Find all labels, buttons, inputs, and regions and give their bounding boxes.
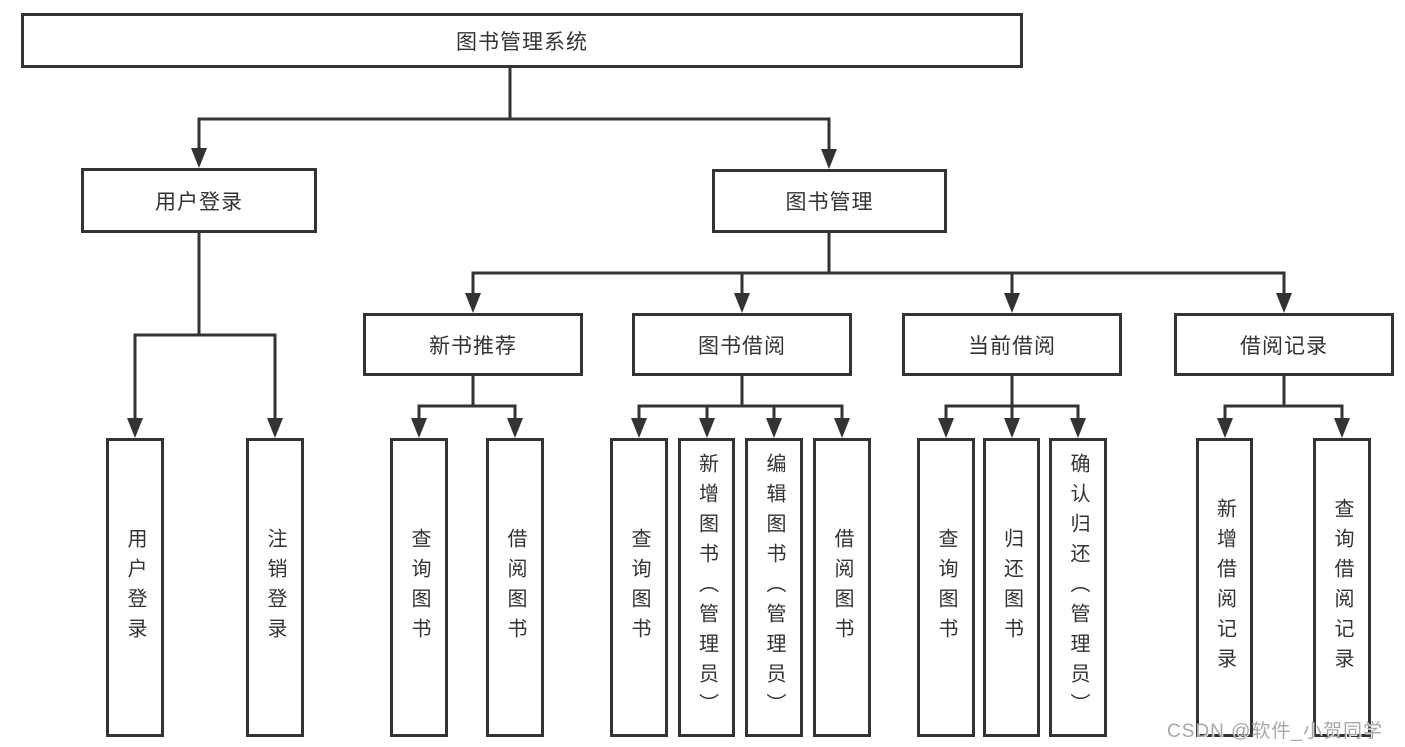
node-root-label: 图书管理系统 [456,30,588,54]
node-book-management-label: 图书管理 [785,191,874,214]
node-borrow-record-label: 借阅记录 [1240,334,1328,358]
leaf-query-books-current: 查询图书 [917,438,975,737]
node-user-login: 用户登录 [81,168,317,233]
node-borrow-record: 借阅记录 [1174,313,1394,376]
csdn-watermark: CSDN @软件_小贺同学 [1167,721,1383,742]
leaf-query-books-borrow-label: 查询图书 [628,527,650,648]
leaf-borrow-books-recommend-label: 借阅图书 [504,527,526,648]
leaf-query-books-recommend-label: 查询图书 [408,527,430,648]
leaf-add-book-admin-label: 新增图书（管理员） [695,452,718,723]
leaf-borrow-books-recommend: 借阅图书 [486,438,544,737]
leaf-borrow-books-label: 借阅图书 [831,527,853,648]
leaf-confirm-return-admin: 确认归还（管理员） [1049,438,1107,737]
leaf-return-book: 归还图书 [983,438,1040,737]
leaf-query-books-recommend: 查询图书 [390,438,448,737]
node-current-borrow: 当前借阅 [902,313,1122,376]
node-book-borrow: 图书借阅 [632,313,852,376]
leaf-logout-label: 注销登录 [264,527,286,648]
leaf-query-borrow-record-label: 查询借阅记录 [1331,497,1353,678]
leaf-return-book-label: 归还图书 [1000,527,1023,648]
node-new-book-recommend: 新书推荐 [363,313,583,376]
arrowheads [127,148,1350,438]
leaf-user-login-label: 用户登录 [124,527,146,648]
leaf-user-login: 用户登录 [106,438,164,737]
node-book-management: 图书管理 [712,169,947,233]
leaf-logout: 注销登录 [246,438,304,737]
leaf-borrow-books: 借阅图书 [813,438,871,737]
node-book-borrow-label: 图书借阅 [698,334,786,358]
leaf-edit-book-admin-label: 编辑图书（管理员） [763,452,785,723]
node-current-borrow-label: 当前借阅 [968,334,1056,358]
leaf-add-borrow-record: 新增借阅记录 [1196,438,1253,737]
node-root: 图书管理系统 [21,13,1023,68]
leaf-query-borrow-record: 查询借阅记录 [1313,438,1371,737]
leaf-add-borrow-record-label: 新增借阅记录 [1213,497,1236,678]
leaf-edit-book-admin: 编辑图书（管理员） [745,438,803,737]
leaf-query-books-borrow: 查询图书 [610,438,668,737]
node-new-book-recommend-label: 新书推荐 [429,334,517,358]
leaf-query-books-current-label: 查询图书 [935,527,957,648]
leaf-confirm-return-admin-label: 确认归还（管理员） [1067,452,1089,723]
node-user-login-label: 用户登录 [155,190,243,214]
leaf-add-book-admin: 新增图书（管理员） [678,438,735,737]
